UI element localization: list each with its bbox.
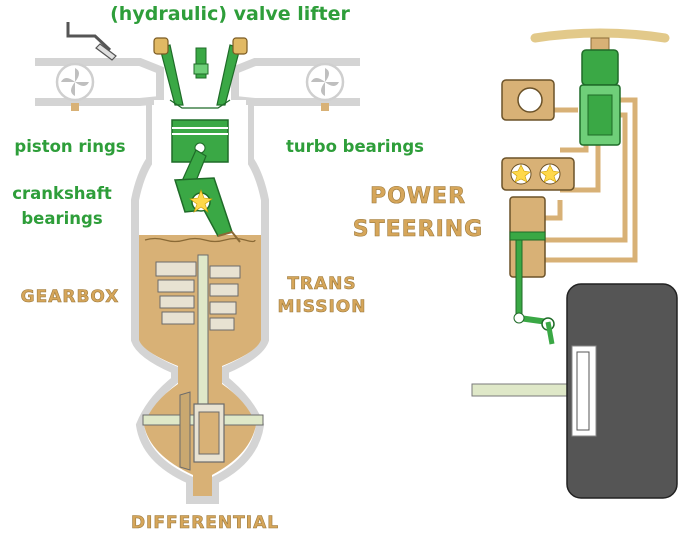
power-steering-label-line1: POWER [370,184,466,209]
tire-icon [566,283,678,499]
valve-lifter-label: (hydraulic) valve lifter [110,3,350,25]
differential-label: DIFFERENTIAL [131,513,279,533]
transmission-label-line2: MISSION [278,297,367,317]
crankshaft [173,149,241,243]
power-steering-label-line2: STEERING [353,217,484,242]
gearbox-label: GEARBOX [21,287,120,307]
gearbox-gears [155,254,241,456]
hydraulic-cylinder [509,196,546,319]
steering-arm [513,312,555,345]
valve-lifter-assembly [153,37,248,109]
oil-can-icon [66,22,117,61]
piston-rings-label: piston rings [14,137,125,156]
turbo-fan-left-icon [55,62,95,111]
pump-gears-icon [501,157,575,191]
turbo-fan-right-icon [305,62,345,111]
transmission-label-line1: TRANS [287,274,356,294]
reservoir [501,79,555,121]
steering-valve [579,49,621,146]
turbo-bearings-label: turbo bearings [286,137,424,156]
crankshaft-label-line1: crankshaft [12,184,112,203]
crankshaft-label-line2: bearings [21,209,102,228]
differential-assembly [142,391,264,471]
manifold-pipes [35,58,360,106]
steering-wheel-icon [530,28,670,53]
axle [471,383,569,397]
